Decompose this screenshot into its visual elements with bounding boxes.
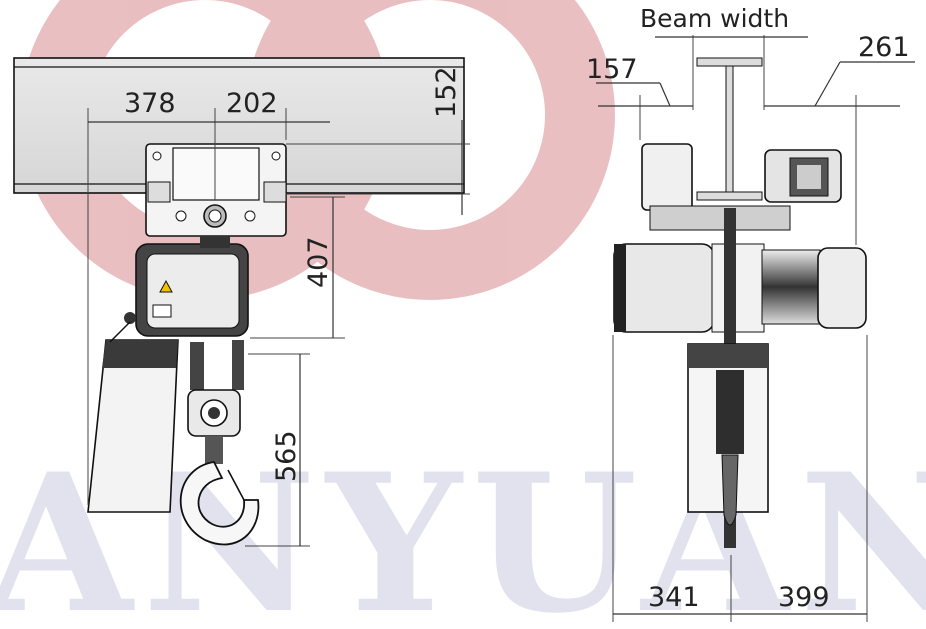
hook-icon (179, 461, 260, 546)
dim-front-mid-height: 407 (303, 236, 334, 288)
hook-assembly (179, 340, 260, 546)
side-dimension-lines (596, 35, 915, 622)
dim-side-left-offset: 157 (586, 54, 638, 85)
dim-side-bottom-left: 341 (648, 582, 700, 613)
side-view: Beam width 157 261 341 399 (586, 4, 915, 622)
warning-sign-icon (152, 279, 173, 318)
motor-icon (789, 157, 829, 197)
dim-front-width-left: 378 (124, 88, 176, 119)
dim-front-width-center: 202 (226, 88, 278, 119)
side-hook-block (687, 343, 769, 526)
i-beam-side (696, 57, 763, 201)
side-trolley (641, 143, 842, 231)
dim-front-hook-height: 565 (271, 430, 302, 482)
front-dimension-lines (87, 108, 470, 547)
hoist-body-front (135, 236, 249, 337)
dim-beam-width-label: Beam width (640, 4, 789, 33)
front-view: 378 202 152 407 565 (13, 57, 470, 547)
dim-side-bottom-right: 399 (778, 582, 830, 613)
hoist-body-side (613, 243, 867, 333)
dim-front-top-height: 152 (431, 66, 462, 118)
dim-side-right-offset: 261 (858, 32, 910, 63)
trolley-plate (145, 143, 287, 237)
pendant-control (87, 312, 179, 513)
